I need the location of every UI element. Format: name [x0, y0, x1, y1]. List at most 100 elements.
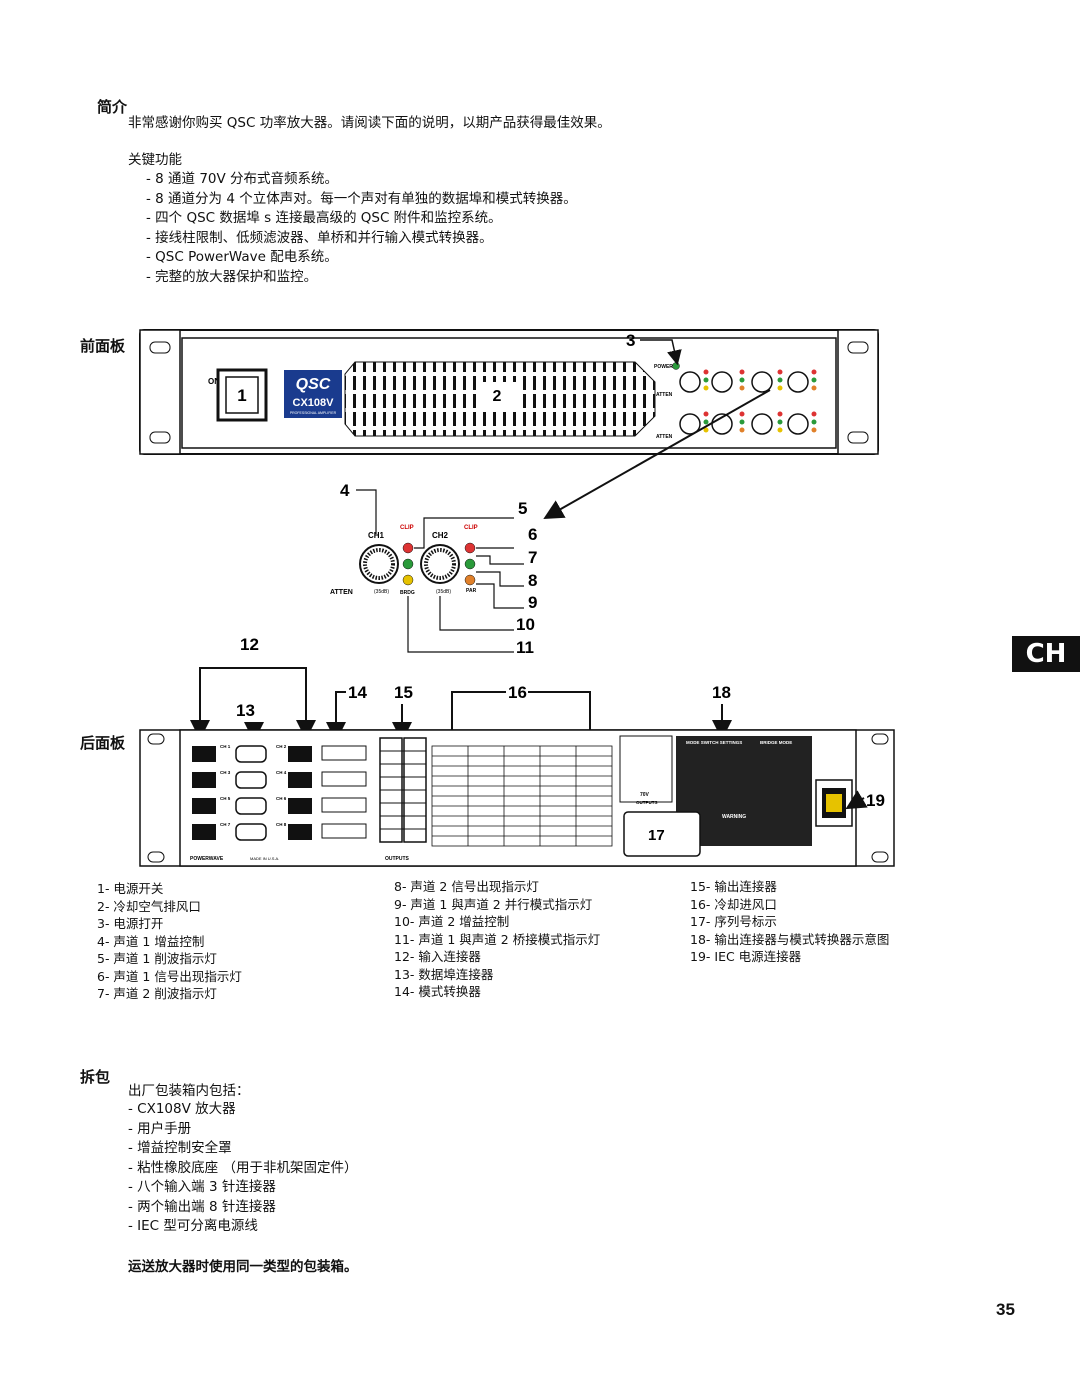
- legend-item: 9- 声道 1 與声道 2 并行模式指示灯: [394, 896, 593, 912]
- svg-text:CH 8: CH 8: [276, 822, 287, 827]
- svg-text:MADE IN U.S.A.: MADE IN U.S.A.: [250, 856, 279, 861]
- svg-text:OUTPUTS: OUTPUTS: [385, 856, 410, 862]
- callout-5: 5: [518, 499, 527, 518]
- features-list: - 8 通道 70V 分布式音频系统。 - 8 通道分为 4 个立体声对。每一个…: [146, 170, 577, 287]
- unpacking-item: - 两个输出端 8 针连接器: [128, 1198, 276, 1215]
- ch2-signal-led: [464, 558, 476, 570]
- callout-14: 14: [348, 683, 367, 702]
- amplifier-diagram: ON 1 QSC CX108V PROFESSIONAL AMPLIFIER 2…: [139, 329, 895, 867]
- svg-text:70V: 70V: [640, 792, 650, 798]
- unpacking-intro: 出厂包装箱内包括：: [128, 1083, 250, 1099]
- rear-panel: CH 1 CH 2 CH 3 CH 4 CH 5 CH 6 CH 7 CH 8: [139, 729, 895, 867]
- legend-item: 18- 输出连接器与模式转换器示意图: [690, 931, 890, 947]
- unpacking-item: - CX108V 放大器: [128, 1101, 236, 1117]
- legend-item: 1- 电源开关: [97, 881, 164, 896]
- brdg-led: [464, 574, 476, 586]
- ch1-signal-led: [402, 558, 414, 570]
- svg-text:PAR: PAR: [466, 588, 477, 594]
- features-title: 关键功能: [128, 152, 182, 168]
- callout-18: 18: [712, 683, 731, 702]
- control-detail: 4 CH1 CH2 CLIP CLIP ATTEN BRDG PAR (35dB…: [330, 481, 537, 657]
- front-panel-label: 前面板: [80, 337, 126, 355]
- legend-item: 4- 声道 1 增益控制: [97, 933, 205, 949]
- svg-text:ATTEN: ATTEN: [656, 434, 673, 440]
- svg-text:CH 4: CH 4: [276, 770, 287, 775]
- svg-text:CH 7: CH 7: [220, 822, 231, 827]
- dataport-connectors: [235, 745, 267, 841]
- unpacking-note: 运送放大器时使用同一类型的包装箱。: [128, 1259, 358, 1275]
- legend-item: 12- 输入连接器: [394, 949, 481, 964]
- svg-text:(35dB): (35dB): [374, 589, 389, 595]
- legend-col-3: 15- 输出连接器 16- 冷却进风口 17- 序列号标示 18- 输出连接器与…: [690, 878, 889, 966]
- intro-text: 非常感谢你购买 QSC 功率放大器。请阅读下面的说明，以期产品获得最佳效果。: [128, 115, 611, 131]
- callout-11: 11: [516, 638, 534, 657]
- front-leds: [703, 369, 817, 433]
- on-label: ON: [208, 377, 220, 386]
- unpacking-list: - CX108V 放大器 - 用户手册 - 增益控制安全罩 - 粘性橡胶底座 （…: [128, 1100, 357, 1237]
- legend-item: 10- 声道 2 增益控制: [394, 914, 510, 929]
- feature-item: - 8 通道分为 4 个立体声对。每一个声对有单独的数据埠和模式转换器。: [146, 190, 577, 207]
- feature-item: - 接线柱限制、低频滤波器、单桥和并行输入模式转换器。: [146, 229, 493, 246]
- language-tab: CH: [1012, 636, 1080, 672]
- legend-item: 15- 输出连接器: [690, 879, 777, 894]
- legend-item: 19- IEC 电源连接器: [690, 949, 802, 964]
- legend-item: 8- 声道 2 信号出现指示灯: [394, 879, 539, 894]
- unpacking-title: 拆包: [80, 1068, 111, 1086]
- legend-col-1: 1- 电源开关 2- 冷却空气排风口 3- 电源打开 4- 声道 1 增益控制 …: [97, 880, 242, 1003]
- legend-item: 2- 冷却空气排风口: [97, 898, 201, 914]
- legend-item: 7- 声道 2 削波指示灯: [97, 986, 217, 1001]
- rear-panel-label: 后面板: [80, 734, 126, 752]
- legend-col-2: 8- 声道 2 信号出现指示灯 9- 声道 1 與声道 2 并行模式指示灯 10…: [394, 878, 600, 1001]
- legend-item: 13- 数据埠连接器: [394, 966, 494, 982]
- svg-text:WARNING: WARNING: [722, 814, 746, 820]
- svg-text:CH 2: CH 2: [276, 744, 287, 749]
- unpacking-item: - IEC 型可分离电源线: [128, 1218, 258, 1234]
- legend-item: 3- 电源打开: [97, 916, 164, 931]
- par-led: [402, 574, 414, 586]
- mode-switches: [321, 745, 367, 839]
- front-panel: ON 1 QSC CX108V PROFESSIONAL AMPLIFIER 2…: [139, 329, 879, 455]
- feature-item: - 完整的放大器保护和监控。: [146, 268, 318, 285]
- svg-text:CH 1: CH 1: [220, 744, 231, 749]
- callout-17: 17: [648, 827, 665, 844]
- svg-text:ATTEN: ATTEN: [330, 589, 353, 596]
- ch1-clip-led: [402, 542, 414, 554]
- svg-text:POWER: POWER: [654, 364, 673, 370]
- feature-item: - 四个 QSC 数据埠 s 连接最高级的 QSC 附件和监控系统。: [146, 210, 502, 226]
- svg-text:CLIP: CLIP: [400, 525, 414, 531]
- callout-2: 2: [493, 388, 502, 405]
- legend-item: 16- 冷却进风口: [690, 896, 777, 912]
- svg-text:(35dB): (35dB): [436, 589, 451, 595]
- callout-9: 9: [528, 593, 537, 612]
- svg-text:PROFESSIONAL AMPLIFIER: PROFESSIONAL AMPLIFIER: [290, 411, 337, 415]
- svg-text:QSC: QSC: [296, 376, 331, 393]
- callout-10: 10: [516, 615, 535, 634]
- unpacking-item: - 增益控制安全罩: [128, 1140, 232, 1156]
- svg-text:CH 6: CH 6: [276, 796, 287, 801]
- svg-text:ATTEN: ATTEN: [656, 392, 673, 398]
- callout-12: 12: [240, 635, 259, 654]
- intro-title: 简介: [97, 98, 128, 116]
- svg-text:CH2: CH2: [432, 531, 449, 540]
- callout-7: 7: [528, 548, 537, 567]
- input-connectors: [192, 746, 312, 840]
- ch2-clip-led: [464, 542, 476, 554]
- legend-item: 14- 模式转换器: [394, 984, 481, 999]
- unpacking-item: - 八个输入端 3 针连接器: [128, 1179, 276, 1195]
- unpacking-item: - 用户手册: [128, 1120, 192, 1137]
- legend-item: 5- 声道 1 削波指示灯: [97, 951, 217, 966]
- feature-item: - 8 通道 70V 分布式音频系统。: [146, 171, 339, 187]
- svg-text:BRIDGE MODE: BRIDGE MODE: [760, 740, 792, 745]
- feature-item: - QSC PowerWave 配电系统。: [146, 249, 338, 265]
- qsc-logo: [284, 370, 342, 418]
- callout-4: 4: [340, 481, 350, 500]
- svg-text:CX108V: CX108V: [293, 397, 335, 409]
- svg-text:MODE SWITCH SETTINGS: MODE SWITCH SETTINGS: [686, 740, 742, 745]
- svg-text:CH1: CH1: [368, 531, 385, 540]
- power-switch[interactable]: 1: [237, 386, 246, 405]
- serial-label: [623, 811, 701, 857]
- power-led: [672, 362, 680, 370]
- unpacking-item: - 粘性橡胶底座 （用于非机架固定件）: [128, 1159, 358, 1176]
- callout-8: 8: [528, 571, 537, 590]
- svg-text:CH 3: CH 3: [220, 770, 231, 775]
